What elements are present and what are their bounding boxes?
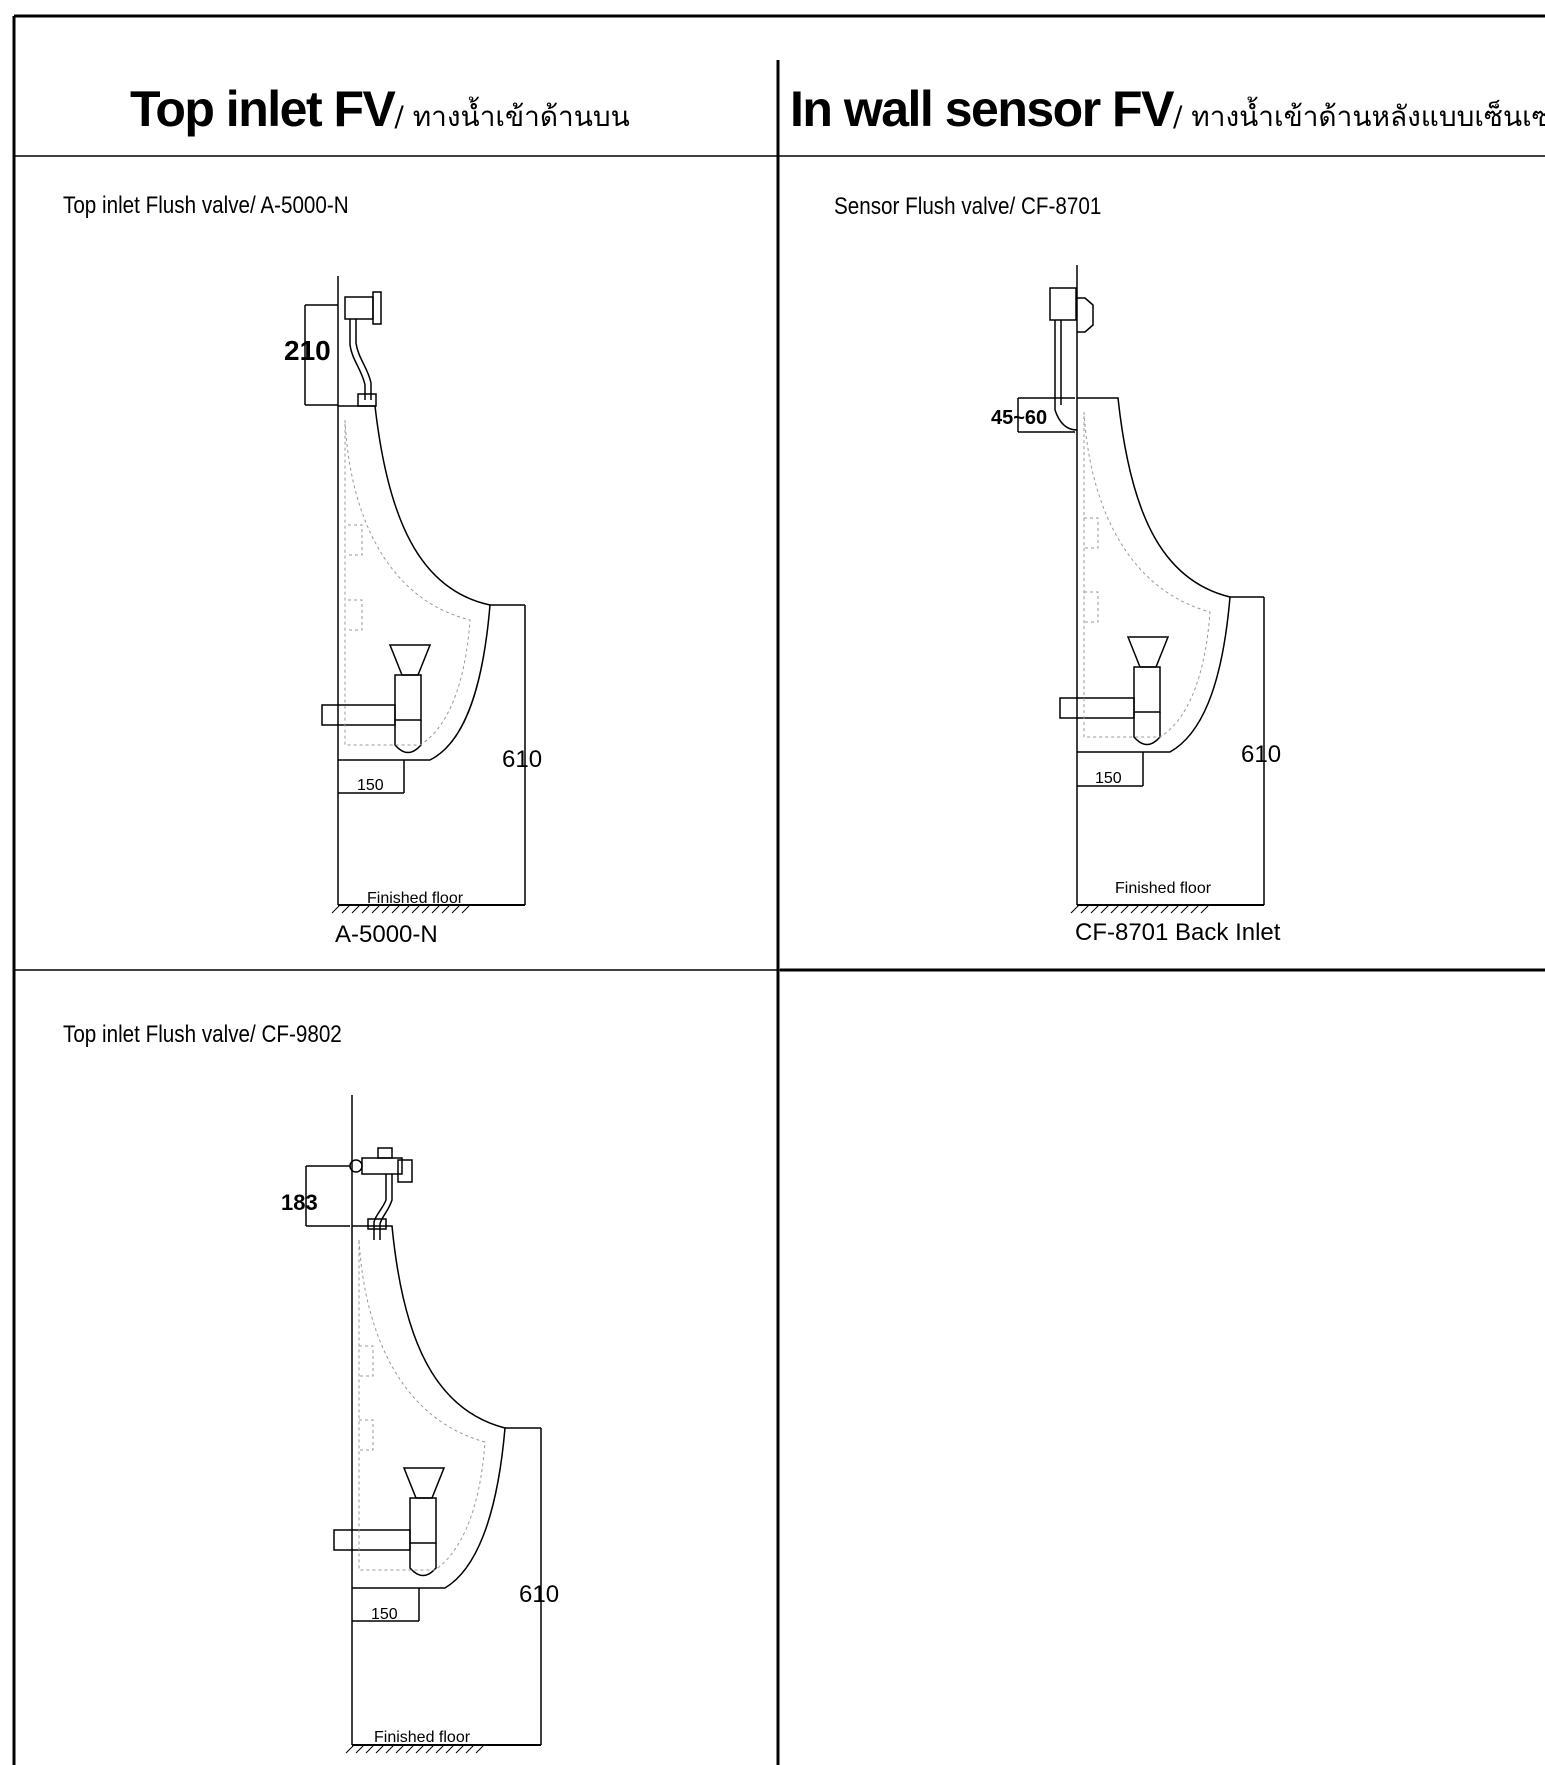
dim-height-label: 610 xyxy=(519,1581,559,1608)
caption-label: CF-8701 Back Inlet xyxy=(1075,919,1281,946)
floor-label: Finished floor xyxy=(374,1729,471,1746)
urinal-outline xyxy=(338,405,491,761)
header-left-title: Top inlet FV xyxy=(130,81,396,137)
flush-valve-body xyxy=(361,1157,403,1175)
dim-inlet-label: 45~60 xyxy=(991,407,1047,429)
header-left-thai: / ทางน้ำเข้าด้านบน xyxy=(394,100,630,133)
header-right-thai: / ทางน้ำเข้าด้านหลังแบบเซ็นเซอร์ xyxy=(1172,100,1545,133)
subtitle-top-left: Top inlet Flush valve/ A-5000-N xyxy=(63,192,349,219)
caption-label: A-5000-N xyxy=(335,921,438,948)
header-right: In wall sensor FV/ ทางน้ำเข้าด้านหลังแบบ… xyxy=(790,80,1545,139)
waste-pipe xyxy=(321,704,396,726)
waste-pipe xyxy=(333,1529,411,1551)
flush-pipe xyxy=(349,319,366,400)
floor-label: Finished floor xyxy=(1115,880,1212,897)
waste-pipe xyxy=(1059,697,1135,719)
urinal-outline xyxy=(352,1225,506,1589)
dim-inlet-label: 210 xyxy=(284,335,331,366)
dim-outlet-label: 150 xyxy=(357,777,384,794)
dim-inlet-label: 183 xyxy=(281,1190,318,1215)
trap-icon xyxy=(402,1467,446,1499)
dim-height-label: 610 xyxy=(1241,741,1281,768)
subtitle-bottom-left: Top inlet Flush valve/ CF-9802 xyxy=(63,1021,342,1048)
header-left: Top inlet FV/ ทางน้ำเข้าด้านบน xyxy=(130,80,630,139)
dim-height-label: 610 xyxy=(502,746,542,773)
sensor-plate xyxy=(1077,297,1094,333)
dim-outlet-label: 150 xyxy=(371,1606,398,1623)
floor-label: Finished floor xyxy=(367,890,464,907)
subtitle-top-right: Sensor Flush valve/ CF-8701 xyxy=(834,193,1102,220)
sensor-valve-body xyxy=(1049,287,1077,321)
urinal-outline xyxy=(1077,397,1231,753)
header-right-title: In wall sensor FV xyxy=(790,81,1174,137)
dim-outlet-label: 150 xyxy=(1095,770,1122,787)
flush-pipe xyxy=(373,1174,387,1240)
